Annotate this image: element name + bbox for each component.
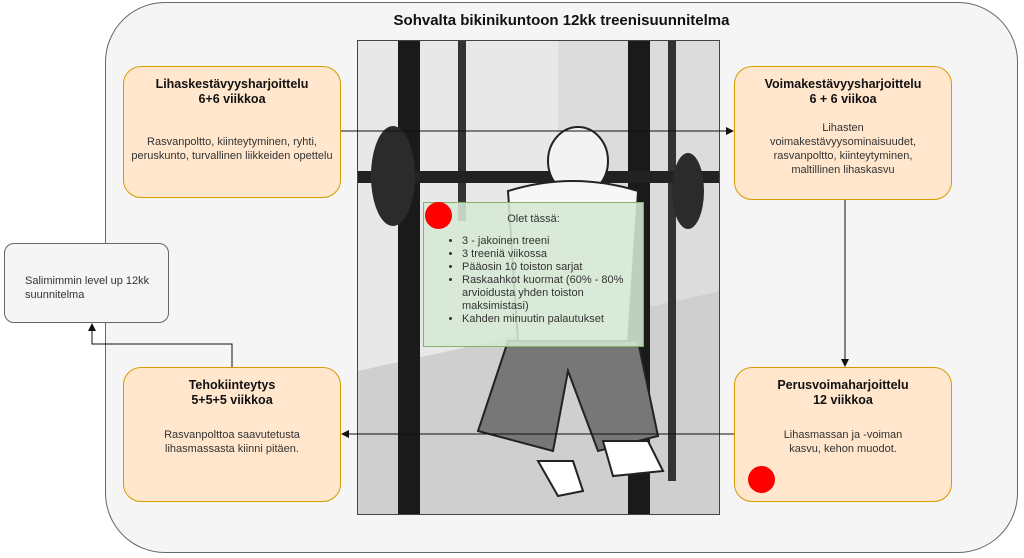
- note-item: Raskaahkot kuormat (60% - 80% arvioidust…: [462, 274, 643, 313]
- box-subtitle: 12 viikkoa: [813, 393, 873, 407]
- box-subtitle: 6+6 viikkoa: [198, 92, 266, 106]
- current-phase-marker: [748, 466, 775, 493]
- arrow-left: [88, 323, 233, 367]
- note-item: 3 - jakoinen treeni: [462, 235, 643, 248]
- box-title: Tehokiinteytys: [188, 378, 276, 392]
- box-body: Rasvanpolttoa saavutetusta lihasmassasta…: [164, 429, 300, 455]
- note-title: Olet tässä:: [507, 213, 560, 225]
- diagram-title: Sohvalta bikinikuntoon 12kk treenisuunni…: [393, 12, 730, 29]
- box-title: Perusvoimaharjoittelu: [777, 378, 909, 392]
- note-item: 3 treeniä viikossa: [462, 248, 643, 261]
- box-body: Lihasmassan ja -voiman kasvu, kehon muod…: [783, 429, 903, 455]
- box-body: Rasvanpoltto, kiinteytyminen, ryhti, per…: [131, 136, 333, 162]
- box-title: Voimakestävyysharjoittelu: [764, 77, 922, 91]
- note-item: Pääosin 10 toiston sarjat: [462, 261, 643, 274]
- plan-label-box: Salimimmin level up 12kk suunnitelma: [4, 243, 169, 323]
- you-are-here-marker: [425, 202, 452, 229]
- box-body: Lihasten voimakestävyysominaisuudet, ras…: [769, 122, 917, 176]
- box-title: Lihaskestävyysharjoittelu: [155, 77, 309, 91]
- current-phase-note: Olet tässä: 3 - jakoinen treeni 3 treeni…: [423, 202, 644, 347]
- note-item: Kahden minuutin palautukset: [462, 313, 643, 326]
- box-subtitle: 5+5+5 viikkoa: [191, 393, 273, 407]
- box-subtitle: 6 + 6 viikoa: [809, 92, 877, 106]
